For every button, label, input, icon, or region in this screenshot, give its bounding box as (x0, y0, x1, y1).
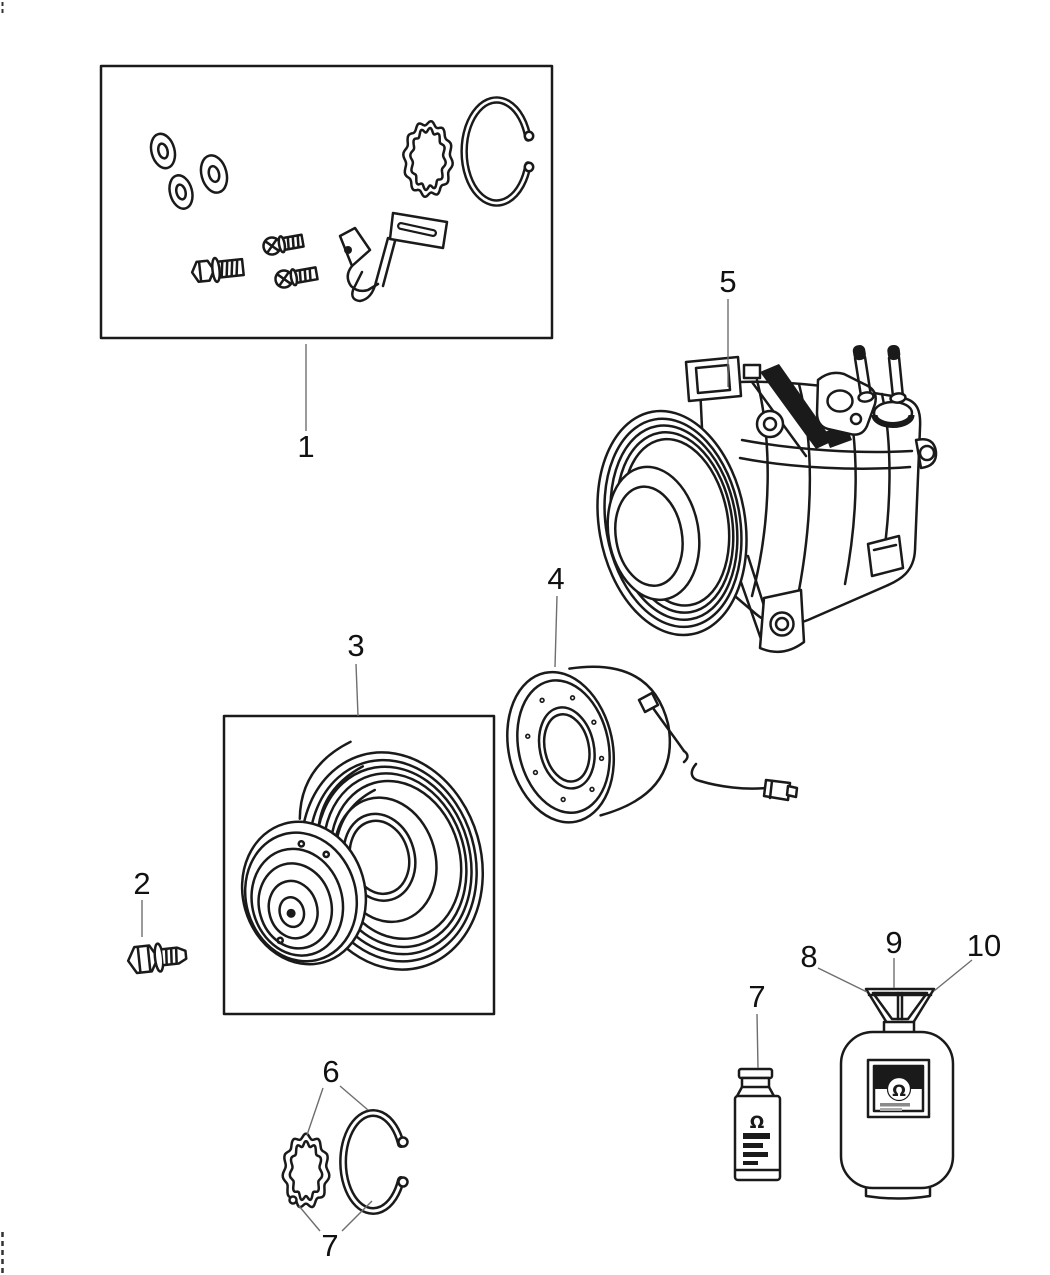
grommet-icon (149, 132, 177, 170)
callout-7: 7 (321, 1228, 338, 1263)
callout-4: 4 (547, 561, 564, 596)
kit-snap-ring-icon (460, 96, 535, 207)
wave-washer-icon (281, 1132, 331, 1209)
kit-screw-icon (274, 266, 319, 289)
kit-wave-washer-icon (402, 119, 454, 199)
leader-6a (306, 1087, 324, 1136)
compressor-top-bracket (684, 355, 762, 403)
callout-7-bottle: 7 (748, 979, 765, 1014)
callout-2: 2 (133, 866, 150, 901)
service-kit-group (99, 64, 554, 340)
callout-10: 10 (967, 928, 1001, 963)
mounting-bolt-icon (126, 942, 188, 975)
clutch-assembly-group (222, 714, 496, 1016)
compressor-group (596, 344, 938, 654)
kit-bolt-icon (190, 256, 245, 284)
grommet-icon (168, 174, 194, 210)
kit-bracket-icon (338, 211, 449, 303)
oil-bottle-icon: Ω (733, 1067, 782, 1182)
compressor-pulley (596, 409, 748, 637)
callout-9: 9 (885, 925, 902, 960)
compressor-manifold-plate (815, 371, 877, 436)
leader-4 (554, 595, 558, 668)
clutch-box-outline (222, 714, 496, 1016)
bottle-label-text-bars (743, 1133, 770, 1165)
coil-rivet-holes (525, 695, 605, 803)
mopar-logo-icon: Ω (892, 1081, 906, 1100)
coil-connector (762, 778, 792, 802)
clutch-plate-icon (240, 820, 368, 966)
callout-5: 5 (719, 264, 736, 299)
compressor-mounting-lug (733, 554, 806, 654)
kit-box-outline (99, 64, 554, 340)
leader-10 (933, 959, 973, 992)
leader-3 (355, 663, 359, 717)
compressor-rear-lug (866, 438, 938, 578)
kit-screw-icon (262, 233, 305, 256)
callout-3: 3 (347, 628, 364, 663)
leader-8 (817, 967, 868, 993)
grommet-icon (199, 154, 229, 194)
coil-body (568, 665, 672, 817)
clutch-coil-group (506, 665, 799, 824)
compressor-boss (755, 409, 785, 439)
coil-wire (637, 691, 799, 802)
refrigerant-tank-icon: Ω (839, 987, 955, 1200)
compressor-port-studs (852, 344, 915, 428)
mopar-logo-icon: Ω (750, 1113, 764, 1133)
callout-labels: 1 2 3 4 5 6 7 7 8 9 10 (133, 264, 1001, 1263)
callout-1: 1 (297, 429, 314, 464)
leader-7a (298, 1205, 321, 1232)
callout-8: 8 (800, 939, 817, 974)
leader-7b (341, 1200, 373, 1232)
leader-6b (339, 1085, 369, 1111)
callout-6: 6 (322, 1054, 339, 1089)
leader-lines (141, 299, 973, 1232)
tank-label: Ω (866, 1058, 931, 1119)
leader-7-bottle (756, 1013, 759, 1069)
snap-ring-icon (339, 1109, 409, 1215)
